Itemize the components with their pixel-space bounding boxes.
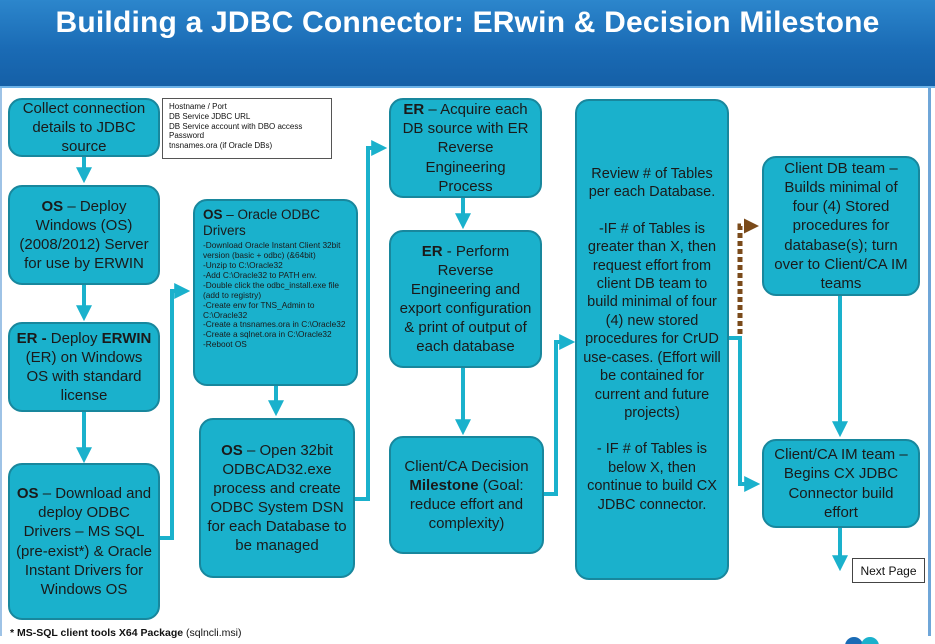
er-acquire-text: – Acquire each DB source with ER Reverse…	[402, 101, 529, 195]
next-page-button[interactable]: Next Page	[852, 558, 925, 583]
os-deploy-text: – Deploy Windows (OS) (2008/2012) Server…	[19, 197, 149, 273]
footnote-rest: (sqlncli.msi)	[183, 627, 242, 639]
step: -Create a tnsnames.ora in C:\Oracle32	[203, 319, 346, 330]
arrow-review-to-client-ca	[728, 336, 761, 492]
company-logo	[842, 632, 880, 644]
step: -Create env for TNS_Admin to C:\Oracle32	[203, 299, 315, 320]
er-label: ER -	[16, 329, 47, 347]
review-if-greater: -IF # of Tables is greater than X, then …	[583, 220, 721, 421]
client-db-text: Client DB team – Builds minimal of four …	[774, 160, 908, 292]
client-db-team-box: Client DB team – Builds minimal of four …	[762, 156, 920, 296]
step: -Download Oracle Instant Client 32bit ve…	[203, 239, 341, 260]
er-deploy-mid: Deploy	[46, 329, 102, 347]
os-open-text: – Open 32bit ODBCAD32.exe process and cr…	[207, 441, 347, 555]
os-download-box: OS – Download and deploy ODBC Drivers – …	[8, 463, 160, 620]
title-banner: Building a JDBC Connector: ERwin & Decis…	[0, 0, 935, 88]
os-oracle-odbc-box: OS – Oracle ODBC Drivers -Download Oracl…	[193, 199, 358, 386]
os-open-odbcad-box: OS – Open 32bit ODBCAD32.exe process and…	[199, 418, 355, 578]
er-deploy-box: ER - Deploy ERWIN (ER) on Windows OS wit…	[8, 322, 160, 412]
slide-frame	[0, 88, 931, 636]
er-label: ER	[403, 101, 425, 119]
os-deploy-box: OS – Deploy Windows (OS) (2008/2012) Ser…	[8, 185, 160, 285]
review-tables-box: Review # of Tables per each Database. -I…	[575, 99, 729, 580]
er-label: ER	[421, 242, 443, 260]
er-acquire-box: ER – Acquire each DB source with ER Reve…	[389, 98, 542, 198]
note-line: Password	[169, 131, 205, 141]
connection-details-note: Hostname / Port DB Service JDBC URL DB S…	[162, 98, 332, 159]
arrow-os-open-to-er-acquire	[354, 140, 388, 501]
milestone-goal: (Goal: reduce effort and complexity)	[409, 476, 524, 533]
decision-milestone-box: Client/CA Decision Milestone (Goal: redu…	[389, 436, 544, 554]
er-perform-box: ER - Perform Reverse Engineering and exp…	[389, 230, 542, 368]
arrow-milestone-to-review	[543, 334, 576, 496]
note-line: tnsnames.ora (if Oracle DBs)	[169, 141, 273, 150]
step: -Reboot OS	[203, 339, 247, 350]
er-deploy-text: (ER) on Windows OS with standard license	[25, 348, 143, 405]
step: -Unzip to C:\Oracle32	[203, 259, 283, 270]
os-label: OS	[203, 207, 223, 222]
step: -Double click the odbc_install.exe file …	[203, 279, 340, 300]
dotted-arrow-review-to-client-db	[737, 218, 759, 334]
client-ca-im-team-box: Client/CA IM team – Begins CX JDBC Conne…	[762, 439, 920, 528]
collect-text: Collect connection details to JDBC sourc…	[22, 99, 146, 156]
milestone-pre: Client/CA Decision	[404, 457, 529, 475]
os-label: OS	[16, 485, 39, 503]
page-title: Building a JDBC Connector: ERwin & Decis…	[55, 6, 880, 39]
note-line: DB Service account with DBO access	[169, 121, 303, 131]
os-download-text: – Download and deploy ODBC Drivers – MS …	[16, 485, 152, 598]
footnote: * MS-SQL client tools X64 Package (sqlnc…	[10, 627, 241, 639]
collect-connection-details-box: Collect connection details to JDBC sourc…	[8, 98, 160, 157]
os-label: OS	[221, 441, 243, 459]
oracle-odbc-steps: -Download Oracle Instant Client 32bit ve…	[203, 239, 348, 350]
note-line: DB Service JDBC URL	[169, 111, 251, 121]
review-if-below: - IF # of Tables is below X, then contin…	[587, 441, 717, 513]
er-perform-text: - Perform Reverse Engineering and export…	[399, 242, 532, 356]
arrow-os-download-to-os-oracle	[160, 283, 191, 540]
footnote-bold: * MS-SQL client tools X64 Package	[10, 627, 184, 639]
milestone-label: Milestone	[409, 476, 479, 494]
client-ca-text: Client/CA IM team – Begins CX JDBC Conne…	[774, 446, 908, 521]
oracle-odbc-heading: – Oracle ODBC Drivers	[203, 207, 321, 238]
step: -Add C:\Oracle32 to PATH env.	[203, 269, 317, 280]
step: -Create a sqlnet.ora in C:\Oracle32	[203, 329, 332, 340]
review-intro: Review # of Tables per each Database.	[588, 166, 716, 201]
note-line: Hostname / Port	[169, 102, 227, 111]
os-label: OS	[41, 197, 64, 215]
erwin-label: ERWIN	[101, 329, 152, 347]
title-rule	[0, 86, 935, 88]
